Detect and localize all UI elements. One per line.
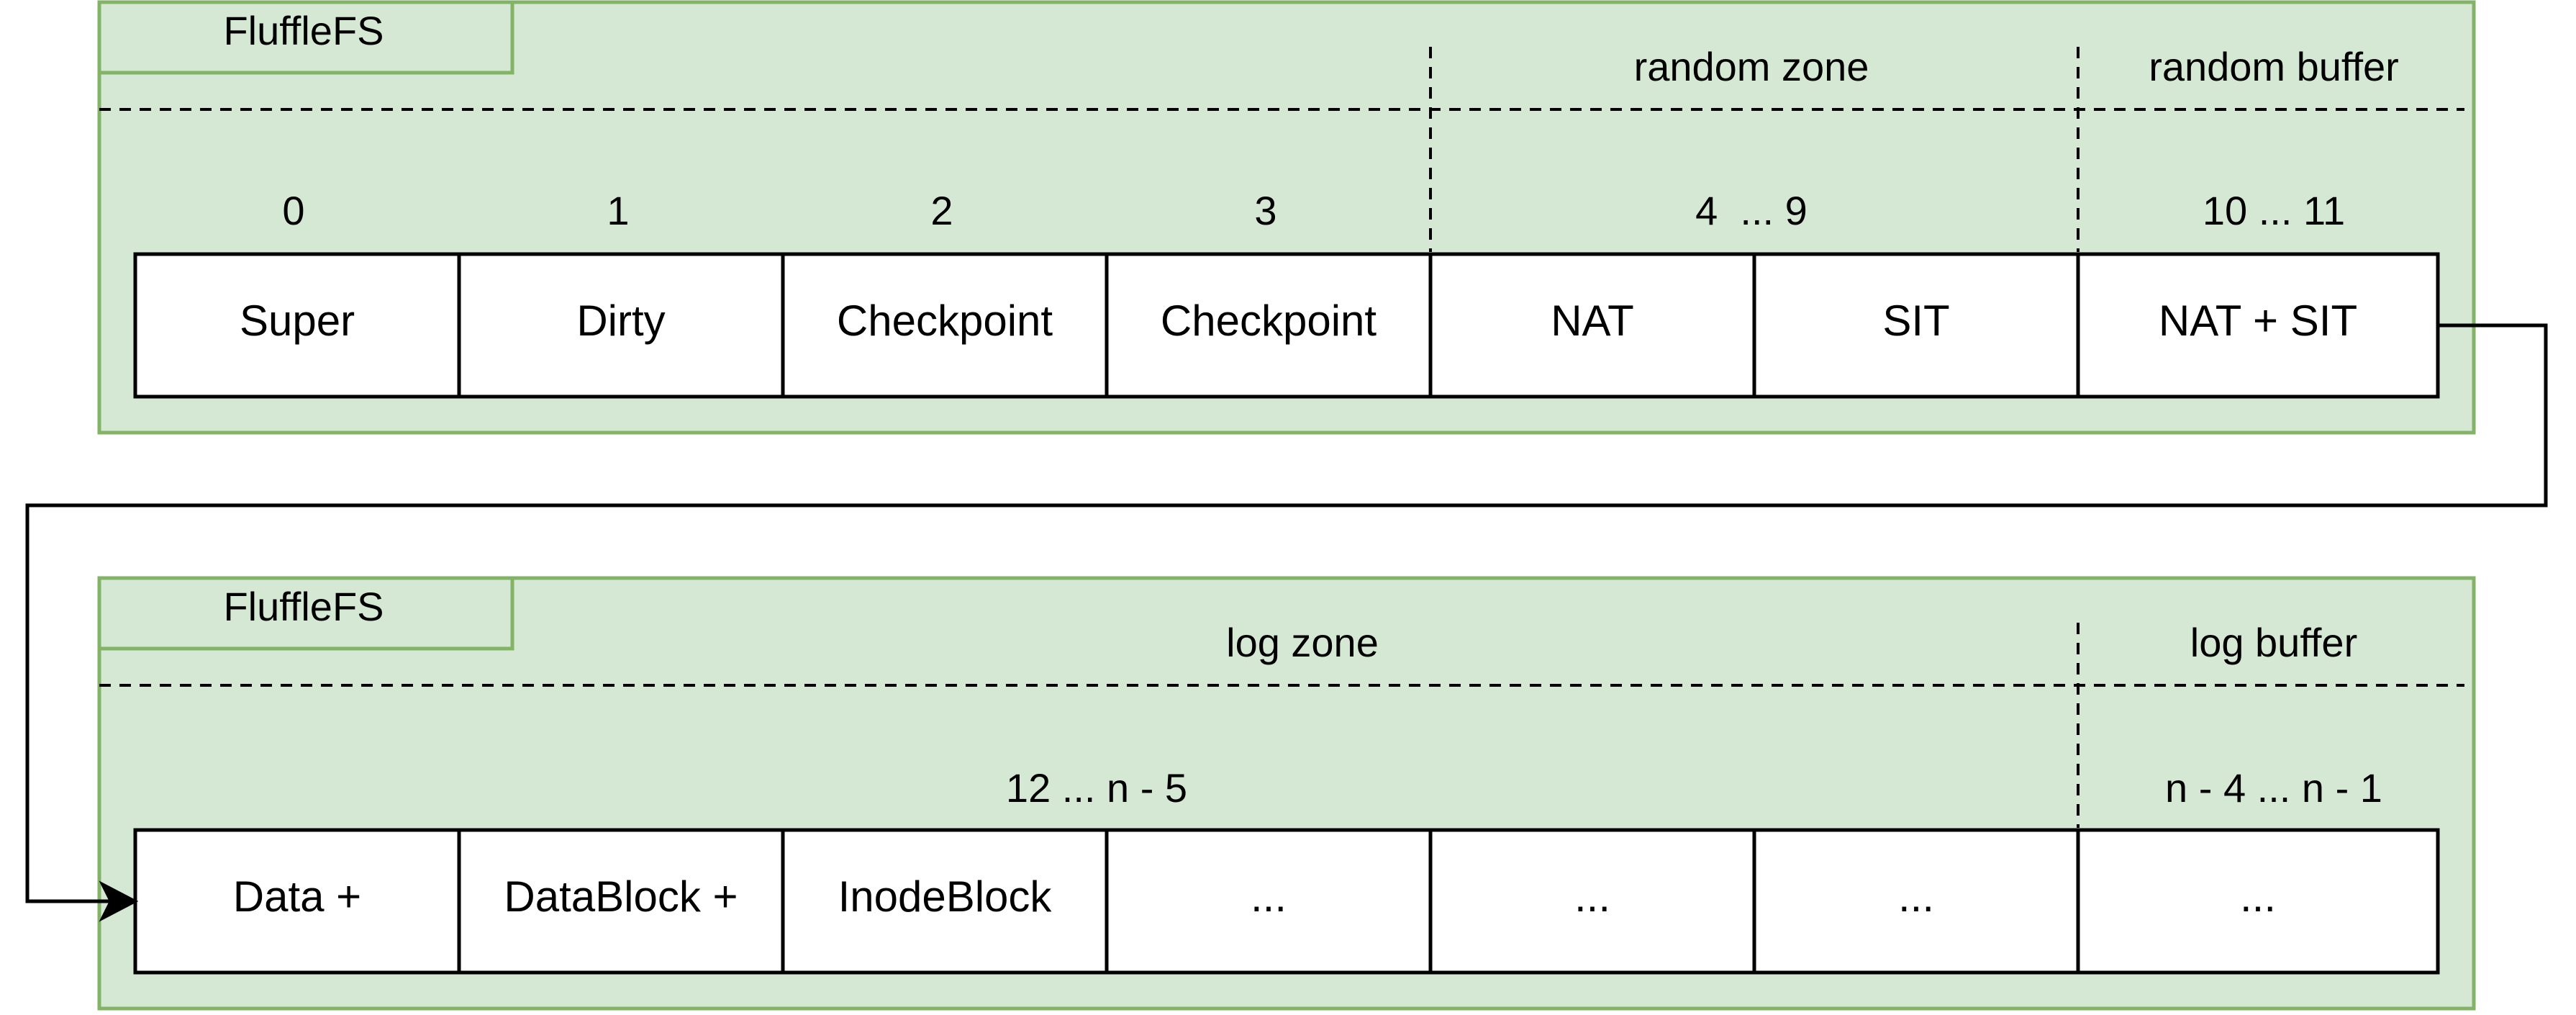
block-index-label: n - 4 ... n - 1 xyxy=(2165,765,2382,811)
block-index-label: 0 xyxy=(282,188,304,233)
block-cell xyxy=(1105,828,1433,975)
block-cell-label: ... xyxy=(1574,872,1610,921)
block-index-label: 3 xyxy=(1254,188,1276,233)
block-cell-label: Super xyxy=(240,297,355,345)
zone-label-random-zone: random zone xyxy=(1634,44,1869,89)
block-index-label: 12 ... n - 5 xyxy=(1006,765,1187,811)
connector-line xyxy=(25,323,2548,903)
panel-top-tab-label: FluffleFS xyxy=(223,8,384,53)
block-cell xyxy=(133,828,461,975)
block-cell-label: NAT + SIT xyxy=(2159,297,2357,345)
block-cell-label: Dirty xyxy=(576,297,665,345)
block-index-label: 2 xyxy=(930,188,953,233)
block-cell xyxy=(1105,252,1433,399)
block-index-label: 4 ... 9 xyxy=(1695,188,1808,233)
block-cell-label: InodeBlock xyxy=(838,872,1053,921)
zone-label-log-buffer: log buffer xyxy=(2190,620,2357,665)
panel-bottom-tab xyxy=(97,576,514,651)
block-row-bottom: Data + DataBlock + InodeBlock ... ... ..… xyxy=(133,828,2440,975)
block-row-top: Super Dirty Checkpoint Checkpoint NAT SI… xyxy=(133,252,2440,399)
block-index-label: 10 ... 11 xyxy=(2203,188,2345,233)
block-cell xyxy=(1752,828,2080,975)
zone-label-random-buffer: random buffer xyxy=(2149,44,2399,89)
block-cell xyxy=(1428,252,1756,399)
block-cell xyxy=(2076,828,2440,975)
panel-top-tab xyxy=(97,0,514,75)
block-cell-label: NAT xyxy=(1551,297,1634,345)
block-cell xyxy=(781,252,1109,399)
block-cell xyxy=(2076,252,2440,399)
zone-label-log-zone: log zone xyxy=(1226,620,1379,665)
block-index-label: 1 xyxy=(607,188,629,233)
block-cell-label: ... xyxy=(1251,872,1287,921)
block-cell-label: DataBlock + xyxy=(504,872,738,921)
block-cell-label: Data + xyxy=(233,872,361,921)
block-cell-label: SIT xyxy=(1882,297,1949,345)
block-cell xyxy=(1428,828,1756,975)
block-cell-label: ... xyxy=(2240,872,2276,921)
block-cell-label: Checkpoint xyxy=(837,297,1053,345)
panel-top: FluffleFS random zone random buffer 0 1 … xyxy=(97,0,2476,435)
block-cell xyxy=(781,828,1109,975)
arrowhead-icon xyxy=(99,880,139,922)
panel-bottom-tab-label: FluffleFS xyxy=(223,584,384,629)
connector-arrow xyxy=(25,323,2548,922)
block-cell xyxy=(457,828,785,975)
block-cell-label: ... xyxy=(1898,872,1934,921)
panel-bottom: FluffleFS log zone log buffer 12 ... n -… xyxy=(97,576,2476,1011)
block-cell xyxy=(1752,252,2080,399)
block-cell-label: Checkpoint xyxy=(1161,297,1377,345)
